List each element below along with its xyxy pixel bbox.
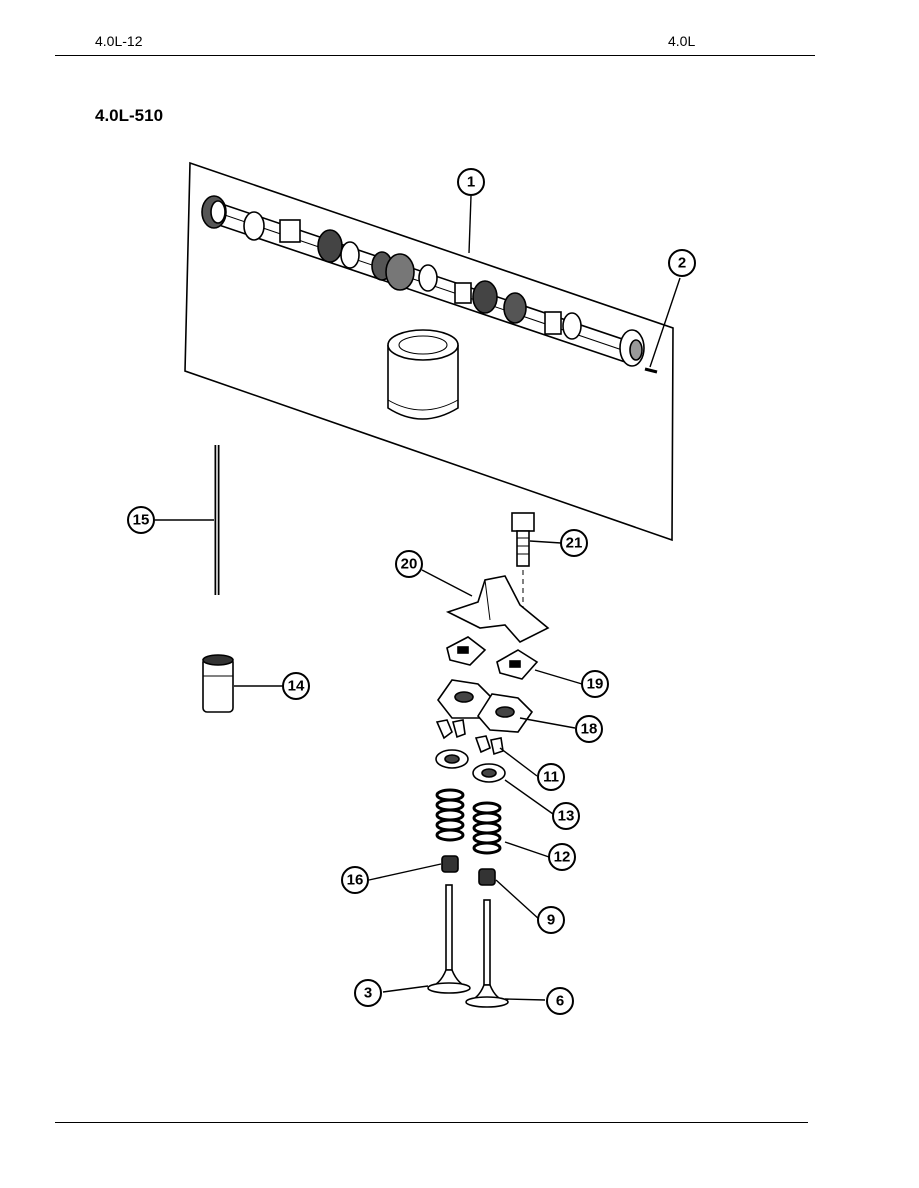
svg-text:14: 14 [288, 678, 305, 695]
callout-18: 18 [575, 715, 603, 743]
figure-id: 4.0L-510 [95, 106, 164, 125]
svg-text:16: 16 [347, 872, 364, 889]
svg-text:12: 12 [554, 849, 571, 866]
callout-2: 2 [668, 249, 696, 277]
header-rule [55, 55, 815, 56]
callout-14: 14 [282, 672, 310, 700]
spring-retainer-parts [435, 749, 506, 783]
dowel-pin-part [644, 367, 658, 374]
lifter-part [202, 654, 234, 713]
valve-spring-parts [435, 788, 502, 855]
svg-text:1: 1 [467, 174, 475, 191]
pivot-parts [446, 636, 539, 680]
svg-text:2: 2 [678, 255, 686, 272]
callout-21: 21 [560, 529, 588, 557]
callout-15: 15 [127, 506, 155, 534]
callout-20: 20 [395, 550, 423, 578]
svg-text:11: 11 [543, 769, 559, 786]
callout-1: 1 [457, 168, 485, 196]
section-title: 4.0L [668, 33, 696, 49]
callout-9: 9 [537, 906, 565, 934]
callout-13: 13 [552, 802, 580, 830]
bridge-part [445, 575, 550, 643]
valve-parts [427, 884, 509, 1008]
svg-text:6: 6 [556, 993, 564, 1010]
camshaft-panel [184, 161, 674, 542]
callout-19: 19 [581, 670, 609, 698]
svg-text:3: 3 [364, 985, 372, 1002]
callout-12: 12 [548, 843, 576, 871]
callout-16: 16 [341, 866, 369, 894]
svg-text:9: 9 [547, 912, 555, 929]
svg-text:15: 15 [133, 512, 150, 529]
svg-text:18: 18 [581, 721, 598, 738]
svg-text:21: 21 [566, 535, 583, 552]
page-number: 4.0L-12 [95, 33, 143, 49]
svg-text:19: 19 [587, 676, 604, 693]
lubricant-can-part [387, 329, 459, 420]
leader-lines [155, 195, 681, 1001]
camshaft-part [201, 195, 645, 367]
svg-text:13: 13 [558, 808, 575, 825]
callout-3: 3 [354, 979, 382, 1007]
svg-text:20: 20 [401, 556, 418, 573]
callout-11: 11 [537, 763, 565, 791]
footer-rule [55, 1122, 808, 1123]
callout-6: 6 [546, 987, 574, 1015]
rocker-arm-parts [437, 679, 534, 733]
valve-seal-parts [441, 855, 496, 886]
